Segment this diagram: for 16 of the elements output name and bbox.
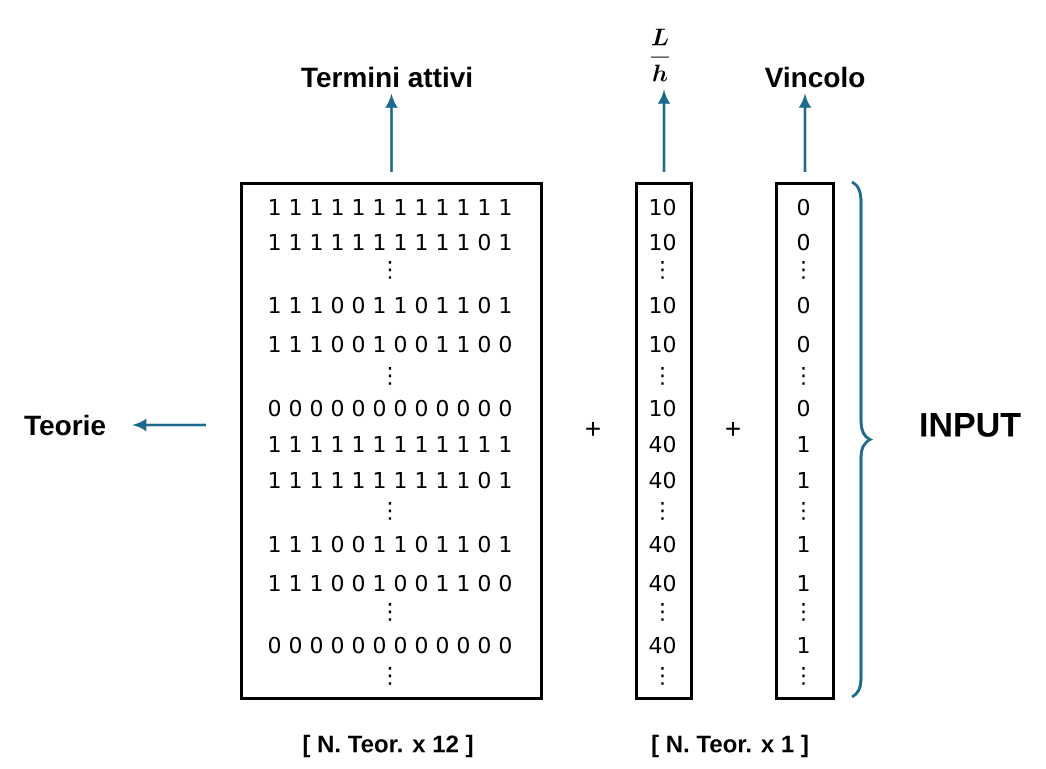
- operator-sign: +: [586, 421, 600, 436]
- row-heading: Teorie: [24, 414, 106, 436]
- vector-box: 10 10 ⋮ 10 10 ⋮ 10 40 40 ⋮ 40 40 ⋮ 40 ⋮: [635, 182, 693, 700]
- matrix-box: 1 1 1 1 1 1 1 1 1 1 1 1 1 1 1 1 1 1 1 1 1 1 0 1 ⋮ 1 1 1 0 0 1 1 0 1 1 0 1 1 1 1 0 0 1 0 0 1 1 0 0 ⋮ 0 0 0 0 0 0 0 0 0 0 0 0 1 1 1 1 1 1 1 1 1 1 1 1 1 1 1 1 1 1 1 1 1 1 0 1 ⋮ 1 1 1 0 0 1 1 0 1 1 0 1 1 1 1 0 0 1 0 0 1 1 0 0 ⋮ 0 0 0 0 0 0 0 0 0 0 0 0 ⋮: [240, 182, 543, 700]
- dimension-label: [ N. Teor. x 12 ]: [303, 734, 473, 758]
- arrow: [658, 92, 670, 172]
- vector-box: 0 0 ⋮ 0 0 ⋮ 0 1 1 ⋮ 1 1 ⋮ 1 ⋮: [775, 182, 835, 700]
- ratio-formula: $\frac{L}{h}$: [650, 28, 670, 82]
- arrow: [386, 96, 397, 172]
- input-label: INPUT: [921, 413, 1021, 437]
- operator-sign: +: [726, 421, 740, 436]
- column-heading: Termini attivi: [301, 66, 472, 88]
- column-heading: Vincolo: [764, 66, 865, 88]
- arrow: [799, 96, 811, 172]
- arrow: [135, 419, 206, 431]
- dimension-label: [ N. Teor. x 1 ]: [652, 734, 808, 758]
